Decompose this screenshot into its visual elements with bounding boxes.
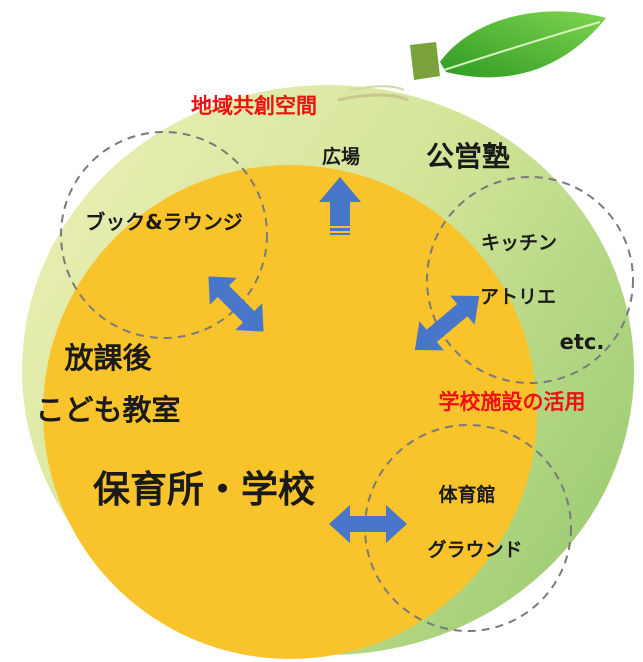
- up-arrow-icon: [319, 177, 361, 235]
- nursery-school-label: 保育所・学校: [93, 468, 315, 511]
- etc-label: etc.: [560, 330, 605, 354]
- afterschool-label-line2: こども教室: [35, 393, 180, 427]
- region-space-label: 地域共創空間: [191, 94, 317, 118]
- inner-orange-circle: [43, 165, 537, 659]
- leaf-icon: [337, 11, 606, 102]
- book-lounge-label: ブック&ラウンジ: [85, 210, 242, 234]
- double-arrow-icon: [414, 295, 480, 351]
- plaza-label: 広場: [322, 145, 360, 168]
- school-facility-use-label: 学校施設の活用: [439, 390, 586, 414]
- book-lounge-circle: [60, 131, 268, 339]
- double-arrow-icon: [208, 276, 264, 332]
- double-arrow-icon: [329, 505, 407, 543]
- public-cram-school-label: 公営塾: [426, 140, 510, 173]
- atelier-label: アトリエ: [480, 286, 556, 308]
- kitchen-atelier-circle: [426, 176, 634, 384]
- kitchen-label: キッチン: [481, 232, 557, 254]
- ground-label: グラウンド: [427, 538, 522, 561]
- afterschool-label-line1: 放課後: [63, 341, 152, 375]
- gym-label: 体育館: [438, 483, 495, 506]
